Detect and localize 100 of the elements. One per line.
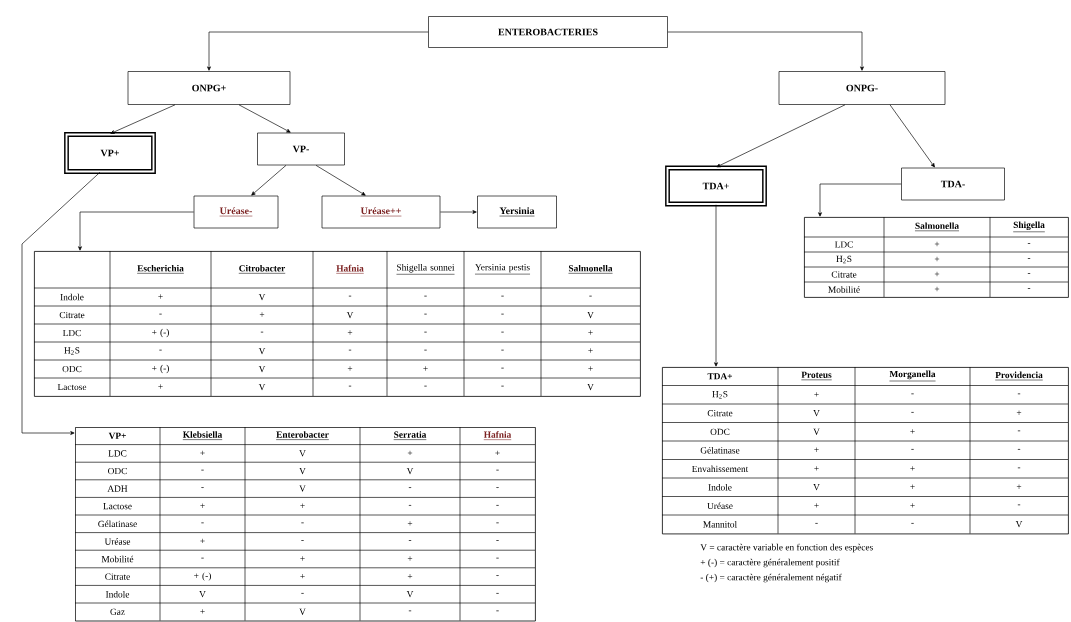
- row-header: Indole: [105, 590, 130, 598]
- row-header: Uréase: [104, 538, 131, 545]
- test-result: -: [301, 592, 304, 594]
- test-result: V: [406, 591, 414, 598]
- test-result: +: [200, 503, 205, 508]
- column-header: Klebsiella: [182, 431, 223, 440]
- row-header: Uréase: [707, 502, 733, 510]
- test-result: -: [496, 540, 499, 541]
- test-result: -: [496, 469, 499, 471]
- row-header: ODC: [108, 467, 127, 475]
- test-result: + (-): [152, 364, 169, 374]
- test-result: +: [588, 348, 593, 353]
- arrow: [21, 171, 101, 435]
- row-header: ODC: [62, 365, 82, 373]
- test-result: -: [501, 367, 504, 369]
- test-result: V: [258, 365, 266, 373]
- test-result: +: [588, 330, 593, 335]
- test-result: +: [934, 241, 940, 247]
- test-result: +: [158, 294, 163, 299]
- test-result: -: [159, 349, 162, 351]
- row-header: Gélatinase: [700, 446, 740, 454]
- test-result: +: [814, 447, 819, 452]
- row-header: Mannitol: [703, 520, 737, 528]
- test-result: -: [408, 540, 412, 541]
- test-result: -: [911, 393, 914, 395]
- test-result: V: [587, 311, 594, 319]
- test-result: +: [495, 450, 500, 456]
- arrow: [78, 211, 194, 251]
- test-result: +: [259, 312, 265, 317]
- test-result: +: [934, 286, 940, 292]
- test-result: -: [501, 331, 504, 333]
- test-result: V: [813, 484, 820, 491]
- arrow: [714, 204, 718, 367]
- test-result: +: [200, 609, 205, 614]
- row-header: ODC: [710, 428, 730, 435]
- test-result: -: [496, 610, 499, 612]
- test-result: -: [911, 448, 914, 450]
- test-result: -: [260, 331, 264, 333]
- test-result: +: [300, 556, 305, 561]
- column-header: Enterobacter: [275, 431, 330, 440]
- test-result: -: [424, 295, 427, 297]
- test-result: V: [587, 383, 594, 391]
- test-result: -: [496, 487, 499, 489]
- test-result: -: [501, 313, 504, 315]
- test-result: +: [814, 392, 819, 397]
- test-result: + (-): [194, 572, 211, 581]
- test-result: +: [934, 271, 940, 277]
- row-header: Envahissement: [692, 465, 749, 473]
- test-result: -: [201, 557, 204, 559]
- test-result: V: [299, 467, 306, 475]
- test-result: -: [501, 295, 504, 297]
- column-header: Shigella sonnei: [396, 263, 455, 275]
- arrow: [315, 165, 366, 196]
- test-result: -: [501, 385, 504, 387]
- test-result: +: [910, 429, 915, 434]
- test-result: V: [299, 608, 306, 615]
- row-header: LDC: [62, 329, 81, 337]
- test-result: V: [813, 410, 820, 417]
- test-result: V: [199, 591, 206, 598]
- test-result: -: [201, 487, 204, 489]
- test-box: Uréase-: [193, 195, 279, 229]
- row-header: Lactose: [57, 383, 87, 391]
- test-result: -: [1017, 430, 1021, 432]
- row-header: H$_{2}$S: [836, 255, 852, 264]
- column-header: Citrobacter: [238, 264, 286, 274]
- test-result: -: [424, 349, 427, 351]
- column-header: TDA+: [707, 373, 733, 380]
- test-result: -: [911, 522, 914, 524]
- row-header: Indole: [708, 483, 732, 491]
- test-result: +: [347, 330, 353, 335]
- column-header: Morganella: [889, 370, 936, 382]
- arrow: [440, 210, 477, 214]
- test-box: Yersinia: [477, 195, 557, 229]
- row-header: Lactose: [103, 503, 132, 510]
- column-header: Providencia: [995, 371, 1044, 381]
- test-result: +: [1016, 484, 1022, 489]
- column-header: Salmonella: [568, 264, 613, 274]
- arrow: [716, 104, 846, 168]
- test-result: V: [406, 467, 414, 475]
- test-result: -: [496, 575, 499, 577]
- test-result: -: [424, 331, 427, 333]
- test-result: +: [407, 450, 413, 456]
- column-header: Hafnia: [336, 264, 364, 274]
- test-result: +: [300, 503, 305, 508]
- test-result: -: [348, 349, 352, 351]
- column-header: Hafnia: [483, 431, 512, 440]
- test-result: +: [910, 484, 915, 489]
- test-result: V: [258, 383, 266, 391]
- test-result: +: [588, 366, 593, 371]
- test-result: -: [408, 610, 412, 612]
- test-result: -: [1017, 504, 1021, 506]
- row-header: Citrate: [59, 311, 85, 319]
- test-box: Uréase++: [321, 195, 441, 229]
- test-box: ENTEROBACTERIES: [428, 16, 668, 48]
- test-result: V: [258, 347, 266, 355]
- test-result: +: [407, 573, 413, 579]
- test-box: ONPG+: [127, 71, 291, 105]
- test-result: -: [589, 295, 592, 297]
- row-header: Mobilité: [828, 286, 860, 293]
- row-header: Indole: [60, 293, 84, 301]
